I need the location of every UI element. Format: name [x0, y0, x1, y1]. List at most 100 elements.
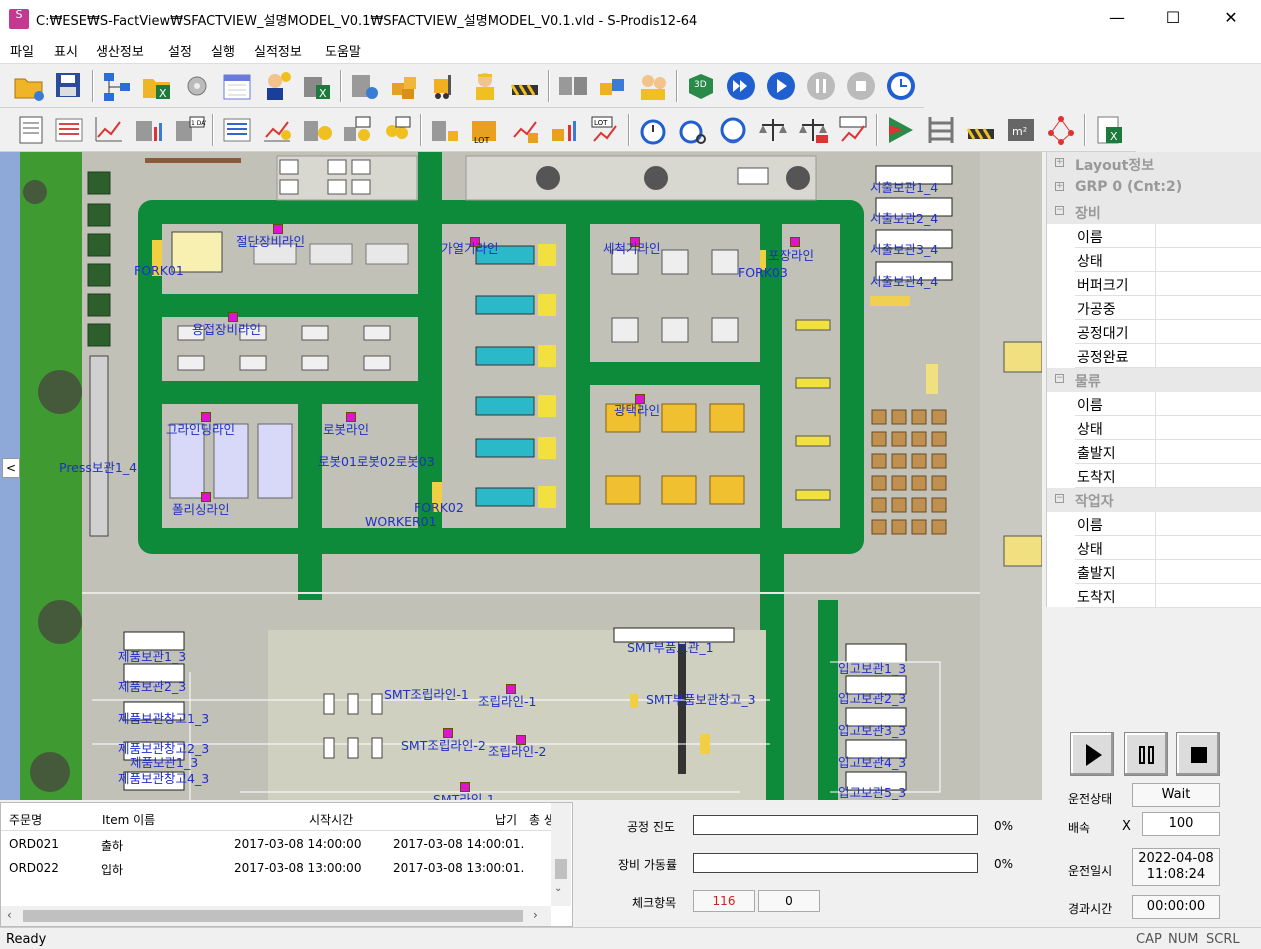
flowchart-icon[interactable] — [100, 69, 134, 103]
close-button[interactable]: ✕ — [1224, 8, 1238, 27]
scale-lb-icon[interactable] — [756, 113, 790, 147]
inbound-storage-2-label[interactable]: 입고보관2_3 — [838, 691, 907, 706]
column-header[interactable]: Item 이름 — [102, 813, 156, 827]
weld-line-marker[interactable] — [228, 312, 238, 322]
workers-day-icon[interactable] — [380, 113, 414, 147]
forklift-box-icon[interactable] — [596, 69, 630, 103]
excel-folder-icon[interactable]: X — [140, 69, 174, 103]
zone-area-icon[interactable] — [964, 113, 998, 147]
menu-run[interactable]: 실행 — [211, 45, 235, 60]
worker-machine-icon[interactable] — [300, 113, 334, 147]
product-storage-1-label[interactable]: 제품보관1_3 — [118, 649, 187, 664]
scroll-right-icon[interactable]: › — [533, 908, 538, 922]
scrollbar-thumb[interactable] — [23, 910, 523, 922]
menu-file[interactable]: 파일 — [10, 45, 34, 60]
pack-line-marker[interactable] — [790, 237, 800, 247]
collapse-icon[interactable]: − — [1055, 373, 1064, 383]
assembly-2-label[interactable]: 조립라인-2 — [488, 744, 547, 759]
product-warehouse-1-label[interactable]: 제품보관창고1_3 — [118, 711, 210, 726]
property-row[interactable]: 도착지 — [1075, 464, 1261, 488]
menu-performance-info[interactable]: 실적정보 — [254, 45, 302, 60]
menu-view[interactable]: 표시 — [54, 45, 78, 60]
report-list2-icon[interactable] — [220, 113, 254, 147]
speed-input[interactable]: 100 — [1142, 812, 1220, 836]
stopwatch-refresh-icon[interactable] — [716, 113, 750, 147]
paint-line-marker[interactable] — [635, 394, 645, 404]
zone-icon[interactable] — [508, 69, 542, 103]
worker-night-icon[interactable] — [260, 69, 294, 103]
column-header[interactable]: 시작시간 — [309, 813, 354, 827]
property-row[interactable]: 상태 — [1075, 416, 1261, 440]
horizontal-scrollbar[interactable]: ‹ › — [1, 906, 551, 926]
stop-button[interactable] — [1176, 732, 1220, 776]
property-row[interactable]: 출발지 — [1075, 440, 1261, 464]
boxes-icon[interactable] — [388, 69, 422, 103]
collapse-icon[interactable]: − — [1055, 493, 1064, 503]
assembly-1-label[interactable]: 조립라인-1 — [478, 694, 537, 709]
polish-line-marker[interactable] — [201, 492, 211, 502]
smt-warehouse-label[interactable]: SMT부품보관창고_3 — [646, 692, 756, 707]
column-header[interactable]: 납기 — [495, 813, 518, 827]
export-excel-icon[interactable]: X — [1092, 113, 1126, 147]
machine-gear-icon[interactable] — [348, 69, 382, 103]
pause-icon[interactable] — [804, 69, 838, 103]
run-button[interactable] — [1070, 732, 1114, 776]
ship-storage-2-label[interactable]: 시출보관2_4 — [870, 211, 939, 226]
smt-asm2-marker[interactable] — [443, 728, 453, 738]
property-row[interactable]: 공정대기 — [1075, 320, 1261, 344]
inbound-storage-3-label[interactable]: 입고보관3_3 — [838, 723, 907, 738]
robot-sub-label[interactable]: 로봇01로봇02로봇03 — [318, 454, 435, 469]
worker01-label[interactable]: WORKER01 — [365, 514, 437, 529]
worker-icon[interactable] — [468, 69, 502, 103]
property-row[interactable]: 공정완료 — [1075, 344, 1261, 368]
inbound-storage-5-label[interactable]: 입고보관5_3 — [838, 785, 907, 800]
menu-settings[interactable]: 설정 — [168, 45, 192, 60]
collapse-icon[interactable]: − — [1055, 205, 1064, 215]
category-equipment[interactable]: −장비 — [1047, 200, 1261, 224]
paint-line-label[interactable]: 광택라인 — [614, 403, 661, 418]
scroll-down-icon[interactable]: ⌄ — [554, 883, 563, 894]
rack-icon[interactable] — [924, 113, 958, 147]
fork01-label[interactable]: FORK01 — [134, 263, 184, 278]
collapse-left-button[interactable]: < — [2, 458, 20, 478]
menu-help[interactable]: 도움말 — [325, 45, 361, 60]
gear-tools-icon[interactable] — [180, 69, 214, 103]
open-folder-icon[interactable] — [12, 69, 46, 103]
machine-excel-icon[interactable]: X — [300, 69, 334, 103]
ship-storage-1-label[interactable]: 시출보관1_4 — [870, 180, 939, 195]
wash-line-marker[interactable] — [630, 237, 640, 247]
property-row[interactable]: 도착지 — [1075, 584, 1261, 608]
inbound-storage-4-label[interactable]: 입고보관4_3 — [838, 755, 907, 770]
polish-line-label[interactable]: 폴리싱라인 — [172, 502, 230, 517]
property-row[interactable]: 이름 — [1075, 224, 1261, 248]
smt-line-1-label[interactable]: SMT라인-1 — [433, 792, 495, 800]
report-sheet-icon[interactable] — [14, 113, 48, 147]
wash-line-label[interactable]: 세척기라인 — [603, 241, 661, 256]
minimize-button[interactable]: — — [1109, 8, 1125, 27]
fast-forward-icon[interactable] — [724, 69, 758, 103]
machine-bar-icon[interactable] — [428, 113, 462, 147]
property-row[interactable]: 이름 — [1075, 392, 1261, 416]
stop-icon[interactable] — [844, 69, 878, 103]
scroll-left-icon[interactable]: ‹ — [7, 908, 12, 922]
property-row[interactable]: 상태 — [1075, 248, 1261, 272]
area-m2-icon[interactable]: m² — [1004, 113, 1038, 147]
robot-line-marker[interactable] — [346, 412, 356, 422]
ship-storage-3-label[interactable]: 시출보관3_4 — [870, 242, 939, 257]
hour-chart-icon[interactable] — [836, 113, 870, 147]
clock-icon[interactable] — [884, 69, 918, 103]
worker-chart-icon[interactable] — [260, 113, 294, 147]
machine-chart-icon[interactable] — [132, 113, 166, 147]
expand-icon[interactable]: + — [1055, 157, 1064, 167]
smt-assembly-2-label[interactable]: SMT조립라인-2 — [401, 738, 486, 753]
3d-view-icon[interactable]: 3D — [684, 69, 718, 103]
heat-line-label[interactable]: 가열기라인 — [441, 241, 499, 256]
pause-button[interactable] — [1124, 732, 1168, 776]
product-warehouse-2-label[interactable]: 제품보관창고2_3 — [118, 741, 210, 756]
scrollbar-thumb[interactable] — [555, 859, 567, 879]
property-row[interactable]: 가공중 — [1075, 296, 1261, 320]
property-row[interactable]: 상태 — [1075, 536, 1261, 560]
table-row[interactable]: ORD022 입하 2017-03-08 13:00:00 2017-03-08… — [1, 857, 549, 879]
category-logistics[interactable]: −물류 — [1047, 368, 1261, 392]
line-chart-icon[interactable] — [92, 113, 126, 147]
